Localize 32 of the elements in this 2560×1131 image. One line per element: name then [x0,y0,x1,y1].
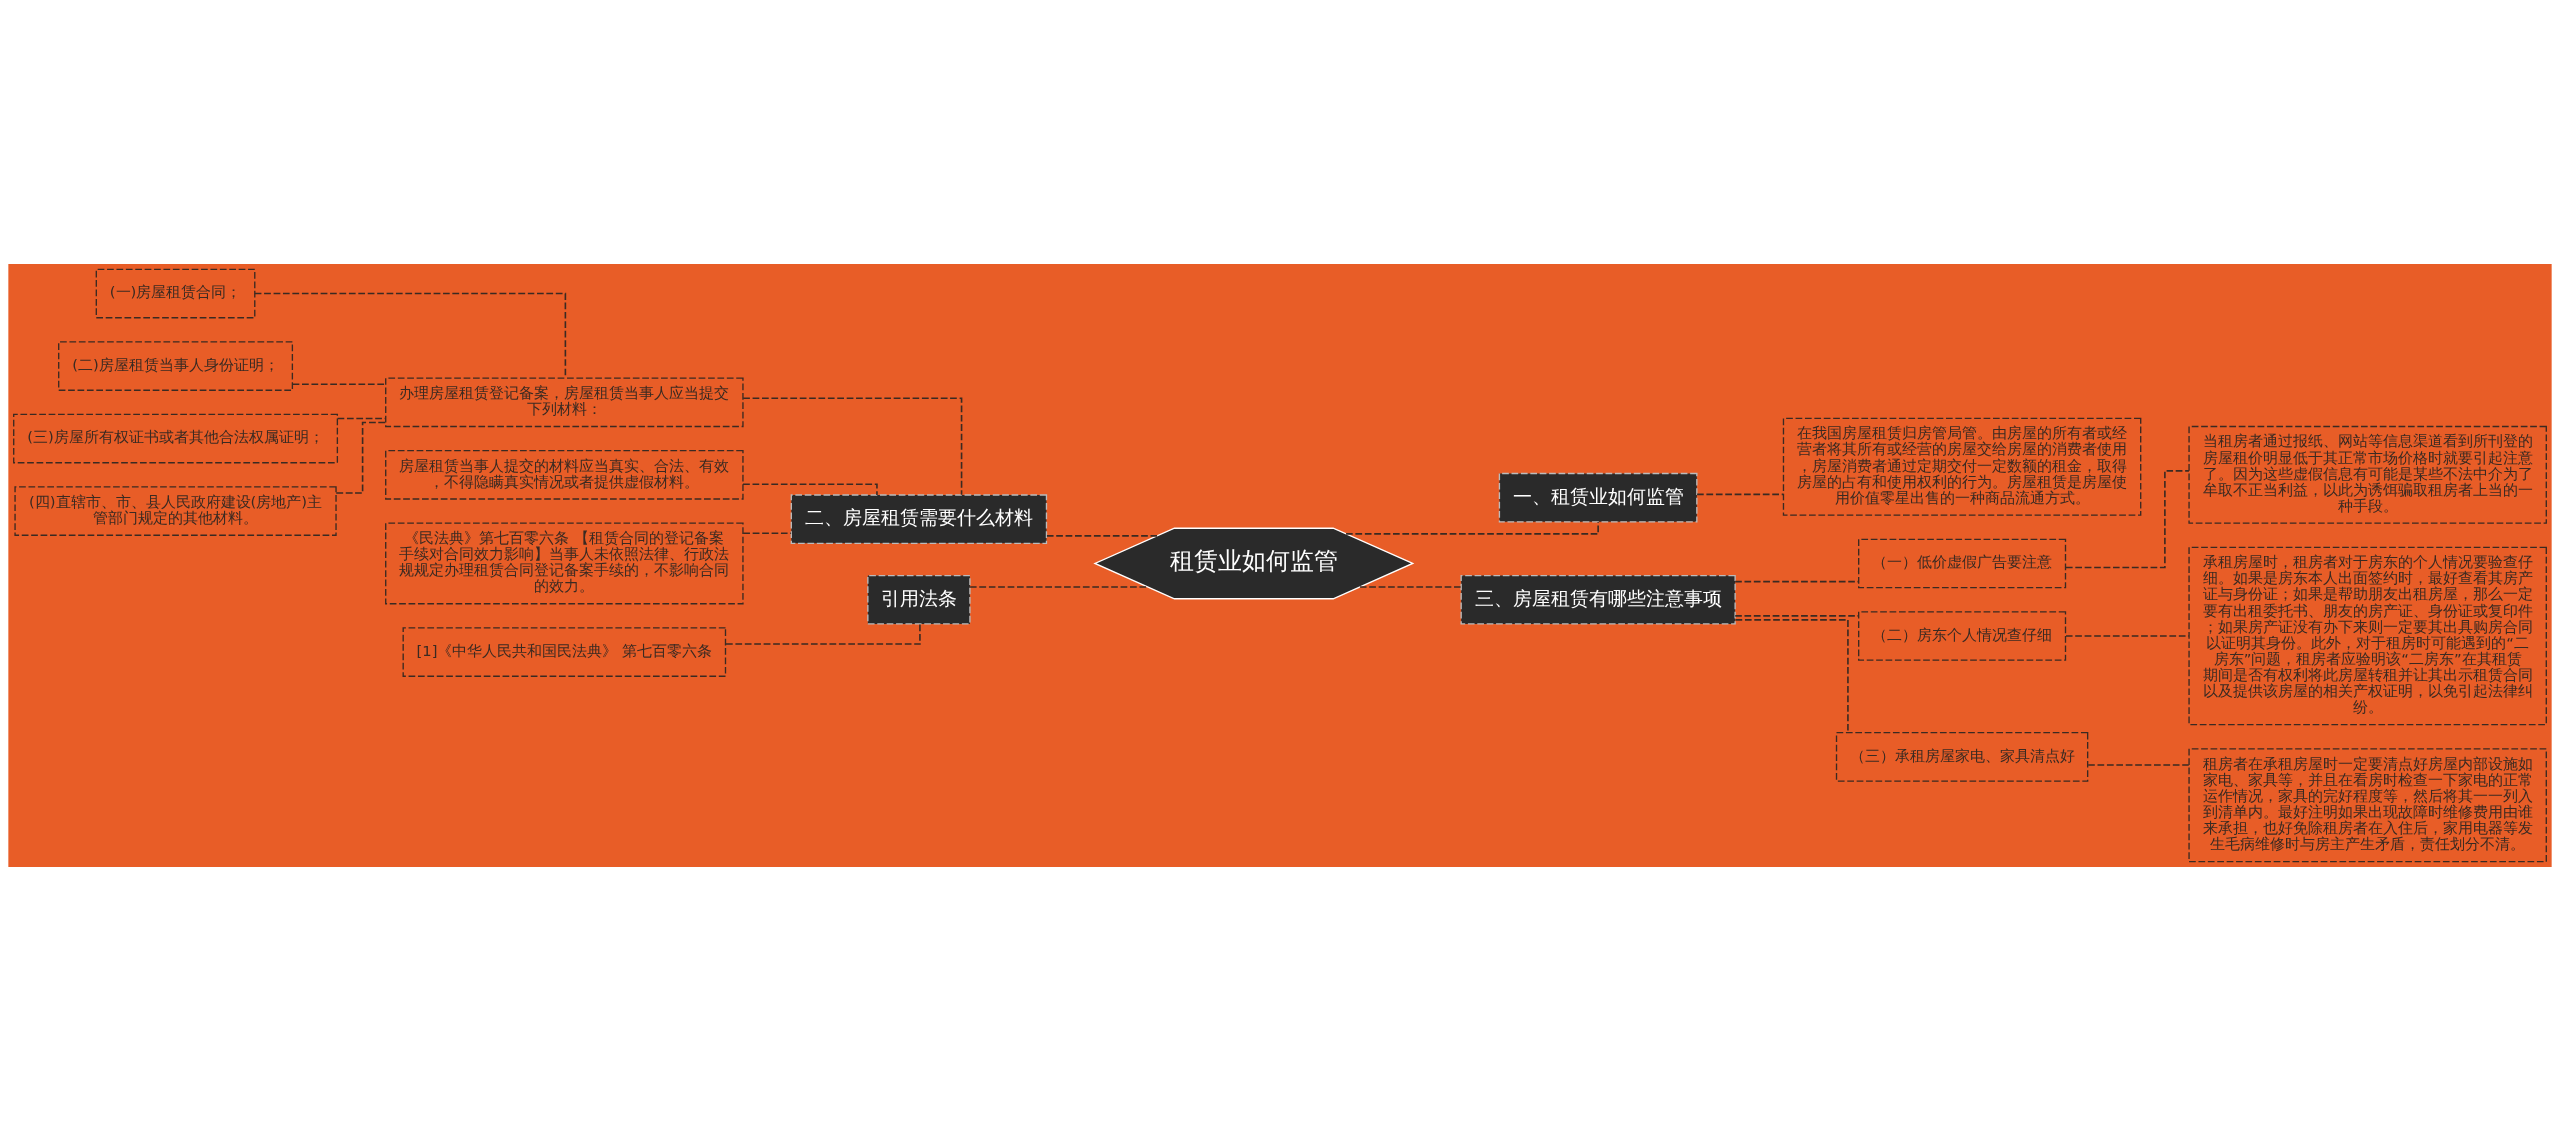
node-box: 租房者在承租房屋时一定要清点好房屋内部设施如家电、家具等，并且在看房时检查一下家电的正常运作情况，家具的完好程度等，然后将其一一列入到清单内。最好注明如果出现故障时维修费用由谁来承担，也好免除租房者在入住后，家用电器等发生毛病维修时与房主产生矛盾，责任划分不清。 [2188,748,2547,863]
connector [2087,764,2190,766]
node-box: 办理房屋租赁登记备案，房屋租赁当事人应当提交下列材料： [385,377,744,428]
connector [336,417,387,420]
node-box: (四)直辖市、市、县人民政府建设(房地产)主管部门规定的其他材料。 [14,486,337,536]
connector [1734,580,1860,583]
node-box: 二、房屋租赁需要什么材料 [790,494,1048,544]
node-box: 一、租赁业如何监管 [1498,472,1698,523]
node-box: 引用法条 [867,574,971,625]
node-box: （三）承租房屋家电、家具清点好 [1835,732,2089,782]
node-box: 房屋租赁当事人提交的材料应当真实、合法、有效，不得隐瞒真实情况或者提供虚假材料。 [385,450,744,500]
node-box: （二）房东个人情况查仔细 [1858,611,2067,661]
node-box: (二)房屋租赁当事人身份证明； [58,341,294,391]
node-box: 当租房者通过报纸、网站等信息渠道看到所刊登的房屋租价明显低于其正常市场价格时就要引起注意了。因为这些虚假信息有可能是某些不法中介为了牟取不正当利益，以此为诱饵骗取租房者上当的一种手段。 [2188,425,2547,524]
connector [1359,586,1462,588]
connector [1046,535,1158,537]
node-box: (一)房屋租赁合同； [95,268,256,319]
node-box: [1]《中华人民共和国民法典》 第七百零六条 [402,627,727,677]
connector [2065,635,2190,637]
node-box: 《民法典》第七百零六条 【租赁合同的登记备案手续对合同效力影响】当事人未依照法律、行政法规规定办理租赁合同登记备案手续的，不影响合同的效力。 [385,522,744,605]
node-box: 承租房屋时，租房者对于房东的个人情况要验查仔细。如果是房东本人出面签约时，最好查看其房产证与身份证；如果是帮助朋友出租房屋，那么一定要有出租委托书、朋友的房产证、身份证或复印件；如果房产证没有办下来则一定要其出具购房合同以证明其身份。此外，对于租房时可能遇到的“二房东”问题，租房者应验明该“二房东”在其租赁期间是否有权利将此房屋转租并让其出示租赁合同以及提供该房屋的相关产权证明，以免引起法律纠纷。 [2188,546,2547,726]
node-box: (三)房屋所有权证书或者其他合法权属证明； [13,413,339,464]
connector [969,586,1149,588]
connector [291,383,387,385]
node-box: （一）低价虚假广告要注意 [1858,538,2067,589]
connector [1345,521,1599,535]
connector [1696,493,1785,496]
connector [742,397,963,496]
connector [742,532,792,535]
node-box: 在我国房屋租赁归房管局管。由房屋的所有者或经营者将其所有或经营的房屋交给房屋的消费者使用，房屋消费者通过定期交付一定数额的租金，取得房屋的占有和使用权利的行为。房屋租赁是房屋使用价值零星出售的一种商品流通方式。 [1782,417,2142,516]
node-box: 三、房屋租赁有哪些注意事项 [1460,574,1736,625]
connector [1734,615,1860,617]
